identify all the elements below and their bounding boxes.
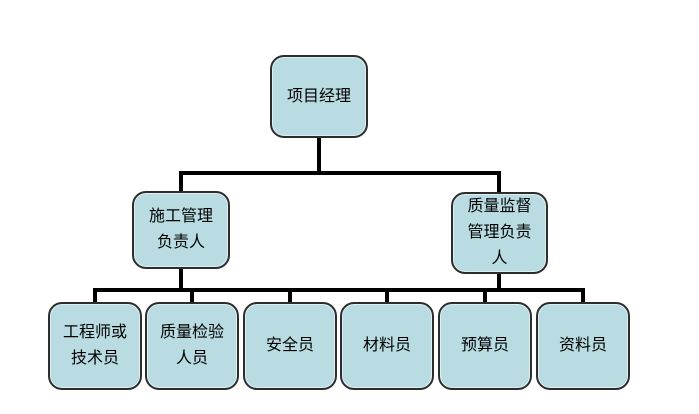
org-node-quality-supervision-management-leader: 质量监督 管理负责 人 — [451, 192, 548, 274]
org-node-engineer-or-technician: 工程师或 技术员 — [48, 302, 142, 390]
org-node-label: 施工管理 负责人 — [148, 208, 213, 251]
connector-drop-safety-officer — [288, 288, 292, 305]
org-node-document-clerk: 资料员 — [536, 302, 630, 390]
org-node-label: 安全员 — [265, 337, 314, 355]
org-node-label: 项目经理 — [286, 87, 351, 105]
connector-drop-budget-officer — [483, 288, 487, 305]
org-node-material-officer: 材料员 — [340, 302, 434, 390]
org-node-label: 质量检验 人员 — [159, 324, 224, 367]
connector-drop-document-clerk — [581, 288, 585, 305]
connector-quality-vertical — [497, 271, 501, 292]
org-node-safety-officer: 安全员 — [243, 302, 337, 390]
connector-drop-quality-inspector — [190, 288, 194, 305]
org-node-label: 工程师或 技术员 — [62, 324, 127, 367]
connector-level3-horizontal — [93, 288, 585, 292]
connector-root-vertical — [317, 135, 321, 175]
org-node-label: 质量监督 管理负责 人 — [467, 198, 532, 267]
connector-drop-material-officer — [385, 288, 389, 305]
org-node-label: 资料员 — [558, 337, 607, 355]
org-node-construction-management-leader: 施工管理 负责人 — [132, 191, 230, 269]
org-node-label: 材料员 — [362, 337, 411, 355]
org-node-project-manager: 项目经理 — [270, 55, 368, 138]
connector-construction-vertical — [179, 266, 183, 292]
connector-drop-engineer — [93, 288, 97, 305]
org-node-quality-inspection-personnel: 质量检验 人员 — [145, 302, 239, 390]
connector-drop-construction — [179, 171, 183, 193]
connector-drop-quality — [497, 171, 501, 193]
org-node-budget-officer: 预算员 — [438, 302, 532, 390]
connector-level2-horizontal — [179, 171, 501, 175]
org-node-label: 预算员 — [460, 337, 509, 355]
